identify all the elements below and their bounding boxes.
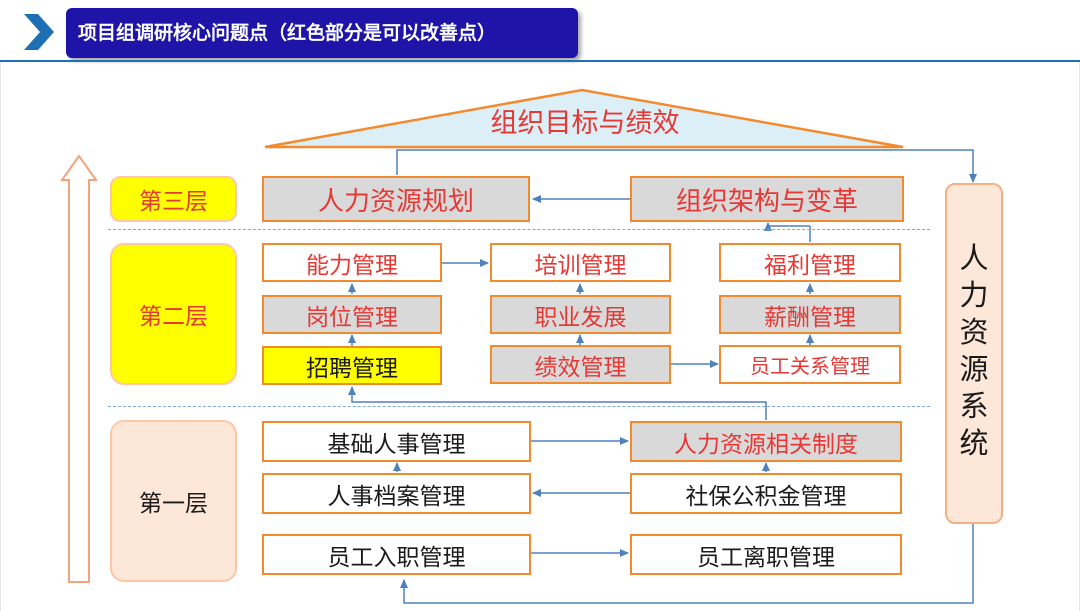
box-hr-planning: 人力资源规划 xyxy=(262,176,530,222)
page-title: 项目组调研核心问题点（红色部分是可以改善点） xyxy=(78,22,497,44)
roof-label: 组织目标与绩效 xyxy=(490,108,680,139)
side-system-label: 人力资源系统 xyxy=(959,241,989,460)
box-basic-personnel: 基础人事管理 xyxy=(262,421,531,462)
box-competency: 能力管理 xyxy=(262,243,442,282)
header-chevron xyxy=(24,14,54,50)
box-social-insurance: 社保公积金管理 xyxy=(630,473,902,514)
box-career: 职业发展 xyxy=(490,295,671,334)
chevron-right-icon xyxy=(24,14,54,50)
layer-3-label: 第三层 xyxy=(110,176,237,222)
box-position: 岗位管理 xyxy=(262,295,442,334)
box-offboarding: 员工离职管理 xyxy=(630,534,902,575)
box-org-structure: 组织架构与变革 xyxy=(630,176,904,222)
box-employee-relations: 员工关系管理 xyxy=(719,345,901,384)
box-training: 培训管理 xyxy=(490,243,671,282)
layer-1-label: 第一层 xyxy=(110,420,237,582)
header-title-bar xyxy=(66,8,578,58)
box-personnel-files: 人事档案管理 xyxy=(262,473,531,514)
upward-arrow xyxy=(60,154,98,583)
divider-2-1 xyxy=(108,406,930,407)
divider-3-2 xyxy=(108,229,930,230)
box-hr-policies: 人力资源相关制度 xyxy=(630,421,902,462)
box-onboarding: 员工入职管理 xyxy=(262,534,531,575)
roof-triangle xyxy=(264,88,904,149)
header-rule xyxy=(0,60,1080,62)
box-compensation: 薪酬管理 xyxy=(719,295,901,334)
box-welfare: 福利管理 xyxy=(719,243,901,282)
side-system-box xyxy=(945,183,1003,524)
box-performance: 绩效管理 xyxy=(490,345,671,384)
box-recruitment: 招聘管理 xyxy=(262,346,442,385)
layer-2-label: 第二层 xyxy=(110,243,237,385)
